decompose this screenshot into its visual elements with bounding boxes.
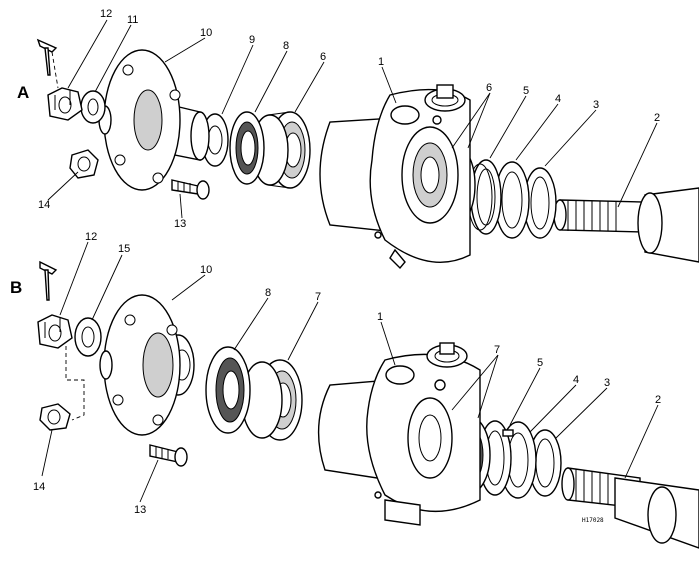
callout-a-11: 11 — [127, 14, 138, 26]
callout-b-10: 10 — [200, 264, 212, 276]
washer-15-b — [74, 317, 102, 357]
knuckle-housing-b — [317, 342, 481, 526]
grease-fitting-14-b — [39, 403, 71, 431]
callout-b-8: 8 — [265, 287, 271, 299]
callout-a-4: 4 — [555, 93, 561, 105]
callout-b-12: 12 — [85, 231, 97, 243]
knuckle-housing-a — [319, 84, 471, 270]
callout-b-1: 1 — [377, 311, 383, 323]
bearing-cup-8-b — [205, 346, 251, 434]
bearing-cup-8-a — [229, 111, 265, 185]
leader-lines-b — [41, 241, 659, 503]
callout-b-4: 4 — [573, 374, 579, 386]
washer-11-a — [80, 90, 106, 124]
section-label-b: B — [10, 278, 22, 297]
callout-a-13: 13 — [174, 218, 186, 230]
callout-a-6-inner: 6 — [486, 82, 492, 94]
callout-b-15: 15 — [118, 243, 130, 255]
callout-a-8: 8 — [283, 40, 289, 52]
callout-a-9: 9 — [249, 34, 255, 46]
stud-13-a — [171, 179, 210, 200]
stud-13-b — [149, 444, 188, 467]
callout-b-7-inner: 7 — [494, 344, 500, 356]
hub-10-b — [99, 294, 195, 436]
callout-b-3: 3 — [604, 377, 610, 389]
callout-a-12: 12 — [100, 8, 112, 20]
assembly-a: A — [17, 8, 699, 270]
callout-a-2: 2 — [654, 112, 660, 124]
castle-nut-12-a — [47, 87, 83, 121]
hub-10-a — [98, 49, 210, 191]
callout-a-3: 3 — [593, 99, 599, 111]
callouts-b: 12 15 10 8 7 1 7 5 4 3 2 14 13 — [33, 231, 661, 516]
castle-nut-12-b — [37, 314, 73, 349]
callout-b-7-outer: 7 — [315, 291, 321, 303]
axle-shaft-b: H17028 — [561, 467, 699, 549]
seal-ring-3-b — [528, 429, 562, 497]
cotter-pin-b — [39, 260, 58, 301]
callout-a-14: 14 — [38, 199, 50, 211]
seal-ring-3-a — [523, 167, 557, 239]
seal-ring-5-a — [467, 159, 502, 235]
seal-ring-4-a — [494, 161, 530, 239]
callout-b-13: 13 — [134, 504, 146, 516]
leader-lines-a — [47, 19, 658, 219]
axle-shaft-a — [553, 187, 699, 263]
cotter-pin-a — [36, 38, 58, 76]
assembly-b: B H17028 — [10, 231, 699, 549]
callout-b-14: 14 — [33, 481, 45, 493]
drawing-code: H17028 — [582, 517, 604, 524]
bearing-7-b — [241, 359, 303, 441]
callout-b-5: 5 — [537, 357, 543, 369]
callout-a-1: 1 — [378, 56, 384, 68]
section-label-a: A — [17, 83, 29, 102]
callouts-a: 12 11 10 9 8 6 1 6 5 4 3 2 14 13 — [38, 8, 660, 230]
callout-a-10: 10 — [200, 27, 212, 39]
callout-b-2: 2 — [655, 394, 661, 406]
callout-a-5: 5 — [523, 85, 529, 97]
nut-14-a — [69, 149, 99, 179]
callout-a-6-outer: 6 — [320, 51, 326, 63]
